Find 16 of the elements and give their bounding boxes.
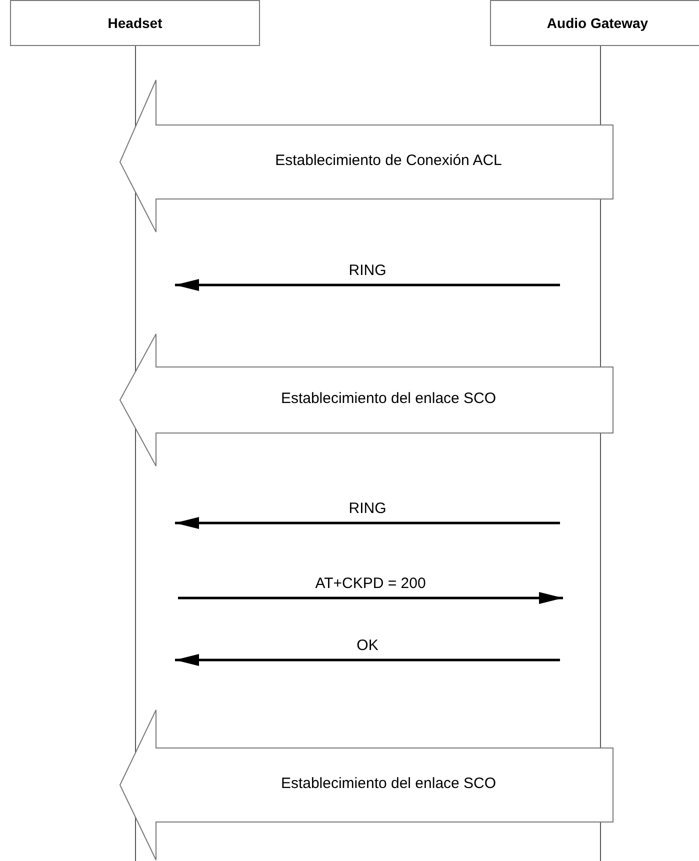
message-arrow [178,592,563,604]
message-label: RING [348,262,388,279]
message-label: Establecimiento del enlace SCO [280,390,498,407]
participant-box: Headset [10,0,260,46]
message-label: Establecimiento del enlace SCO [280,775,498,792]
message-arrow [175,517,560,529]
message-label: OK [356,637,380,654]
message-arrow [175,279,560,291]
message-arrow [175,654,560,666]
block-arrow [119,710,614,860]
participant-box: Audio Gateway [490,0,699,46]
message-label: RING [348,500,388,517]
message-label: Establecimiento de Conexión ACL [274,152,503,169]
block-arrow [119,334,614,466]
message-label: AT+CKPD = 200 [314,575,427,592]
block-arrow [119,80,614,232]
